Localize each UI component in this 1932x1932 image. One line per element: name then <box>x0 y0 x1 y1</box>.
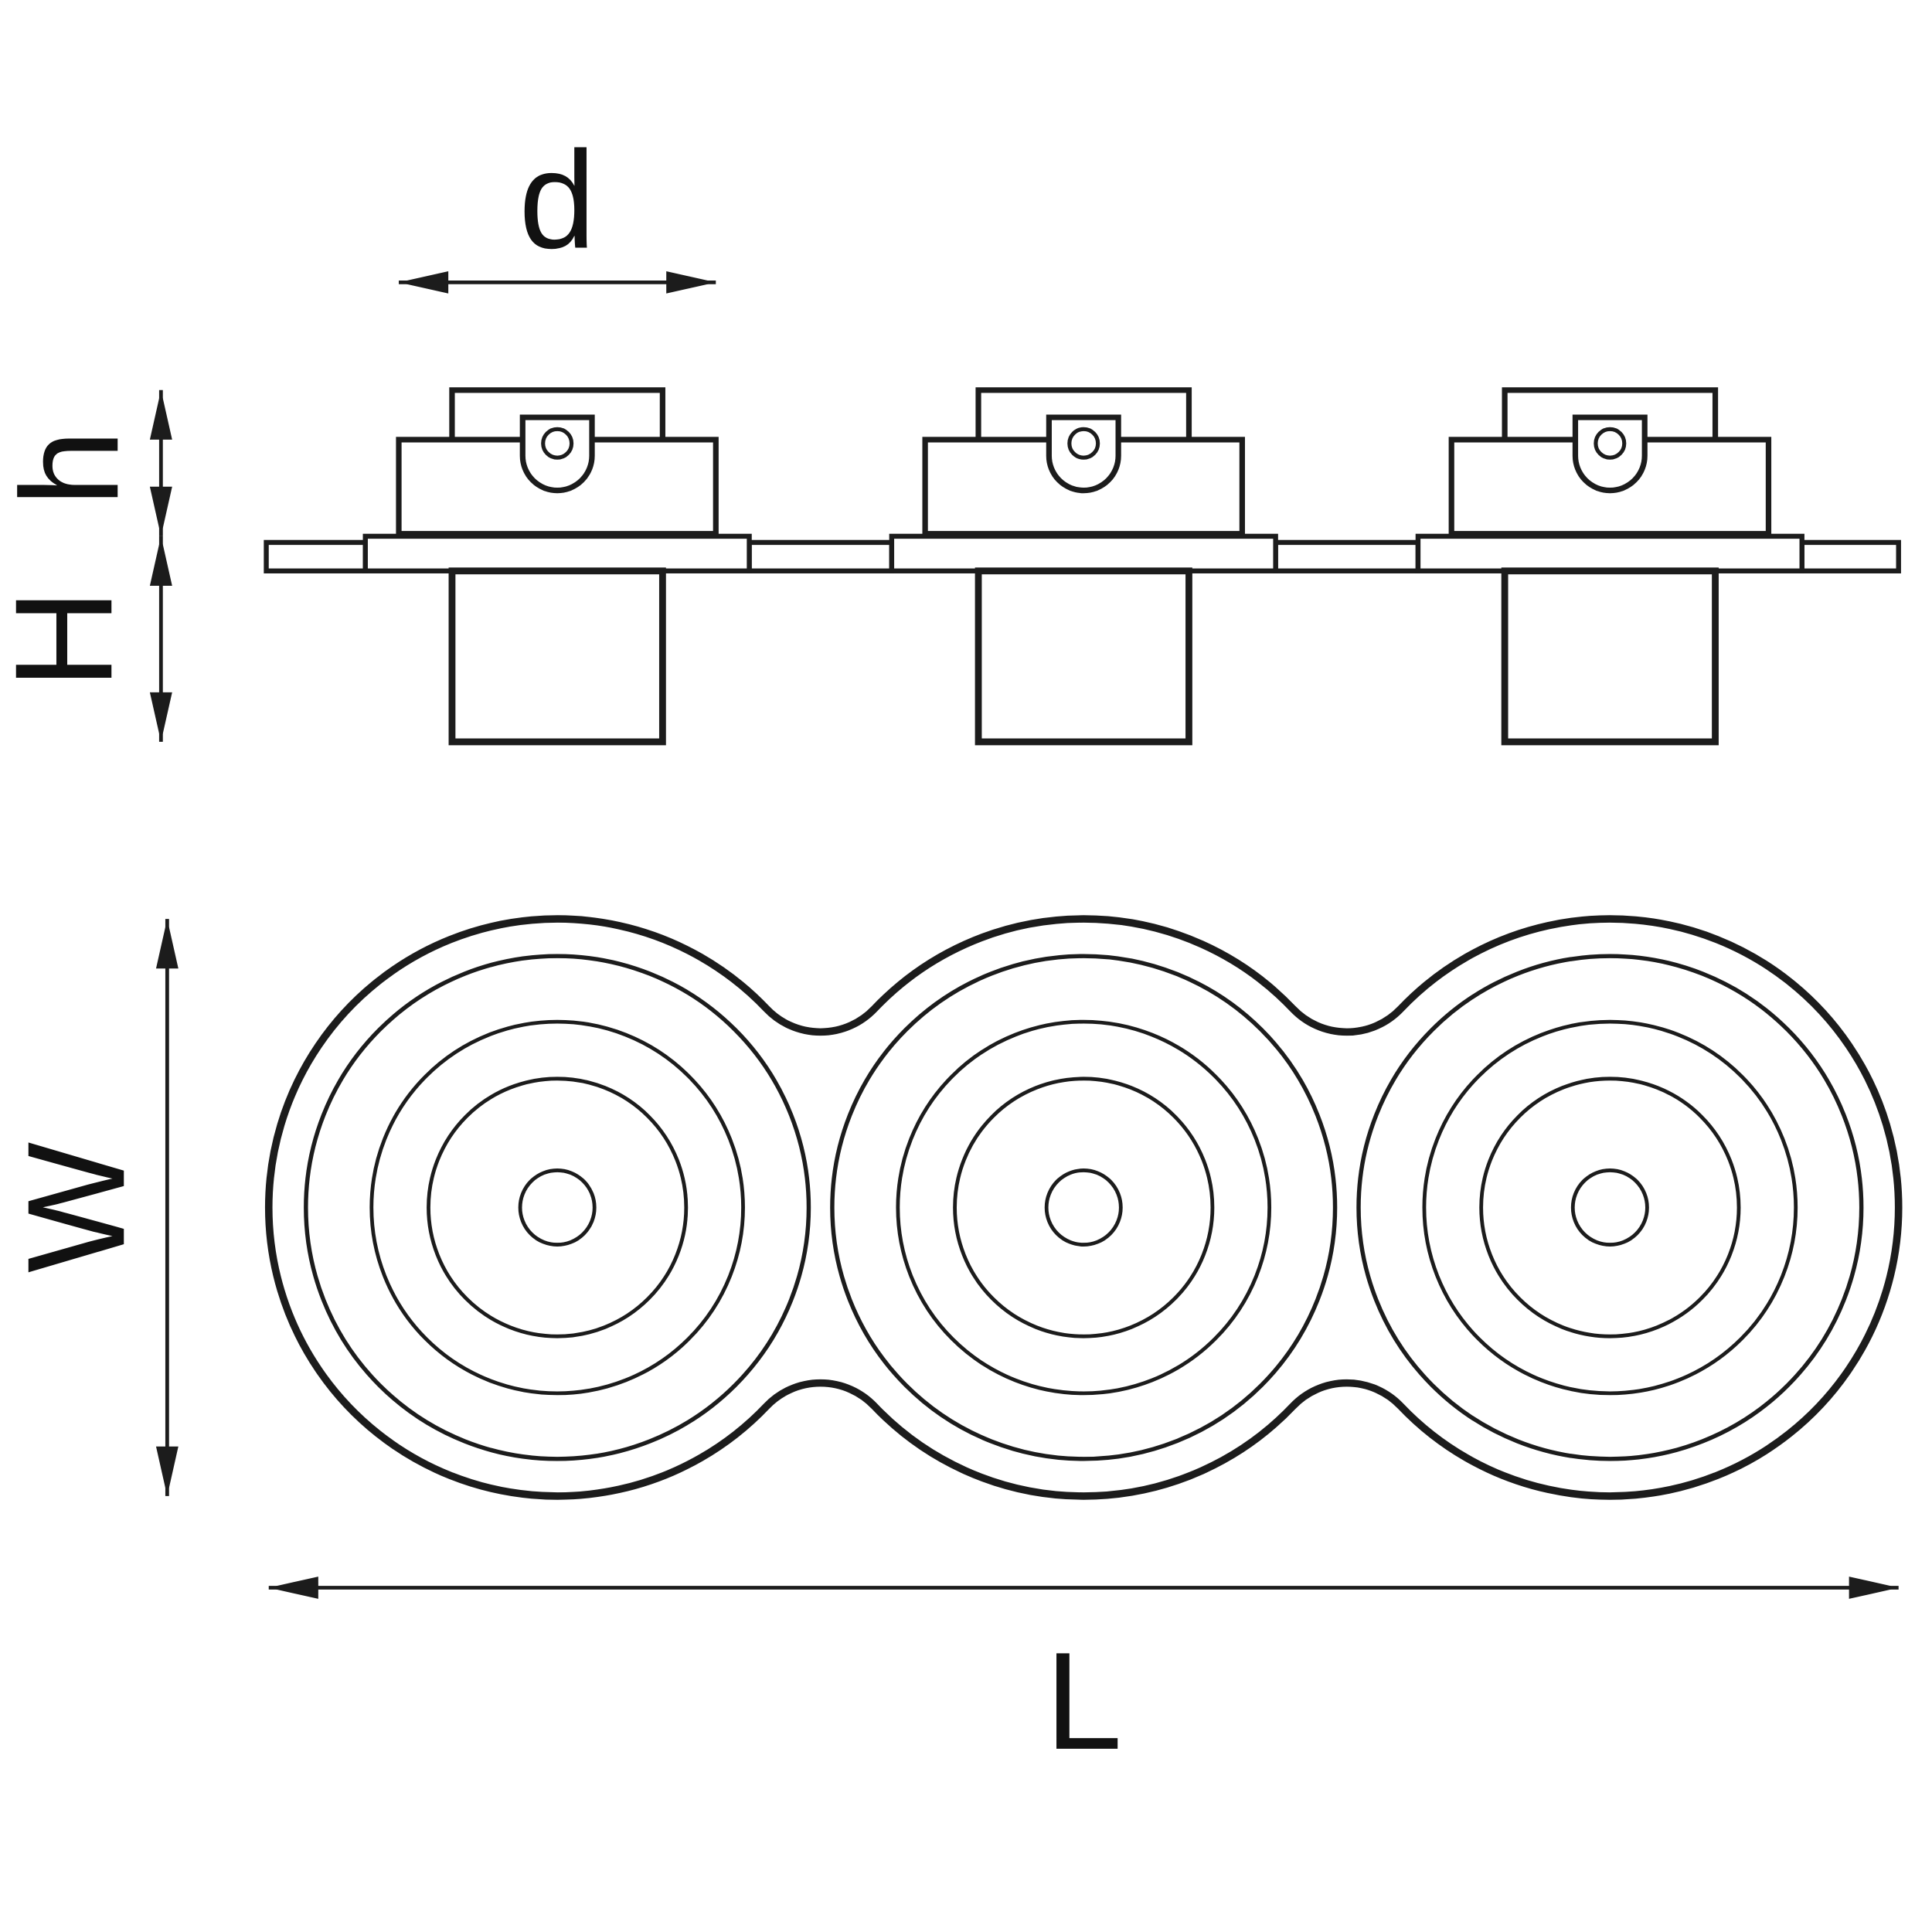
dim-W-label: W <box>0 1142 154 1273</box>
dim-d-arrowhead-right-icon <box>666 270 716 294</box>
faceplate-outline <box>264 915 1903 1500</box>
dim-d: d <box>399 124 716 294</box>
fixture-side-unit-1 <box>399 390 716 534</box>
plate-connector-1 <box>747 539 895 573</box>
dim-L: L <box>268 1577 1899 1779</box>
dim-h-arrowhead-bottom-icon <box>149 486 172 536</box>
fixture-housing-unit-3 <box>1505 571 1715 742</box>
fixture-side-unit-3 <box>1451 390 1768 534</box>
dim-L-arrowhead-left-icon <box>268 1577 318 1599</box>
plate-segment-1 <box>362 533 752 573</box>
dim-h-label: h <box>0 430 148 507</box>
plate-segment-3 <box>1415 533 1804 573</box>
dim-h-arrowhead-top-icon <box>149 389 172 440</box>
plate-segment-2 <box>889 533 1278 573</box>
fixture-side-unit-2 <box>925 390 1242 534</box>
top-view <box>264 915 1903 1500</box>
dim-W: W <box>0 919 179 1496</box>
dim-H-arrowhead-bottom-icon <box>149 692 172 742</box>
plate-end-right <box>1799 539 1901 573</box>
dim-H-arrowhead-top-icon <box>149 536 172 587</box>
plate-connector-2 <box>1273 539 1421 573</box>
dim-H: H <box>0 536 172 742</box>
dim-W-arrowhead-top-icon <box>155 919 179 969</box>
dim-L-label: L <box>1045 1624 1122 1779</box>
dim-h: h <box>0 389 172 536</box>
fixture-housing-unit-2 <box>978 571 1189 742</box>
dim-d-arrowhead-left-icon <box>399 270 449 294</box>
dim-W-arrowhead-bottom-icon <box>155 1446 179 1496</box>
dim-L-arrowhead-right-icon <box>1849 1577 1899 1599</box>
fixture-housing-unit-1 <box>452 571 662 742</box>
dim-H-label: H <box>0 589 141 689</box>
side-view <box>264 390 1901 742</box>
plate-end-left <box>264 539 368 573</box>
mounting-plate <box>264 533 1901 573</box>
dim-d-label: d <box>519 124 596 278</box>
